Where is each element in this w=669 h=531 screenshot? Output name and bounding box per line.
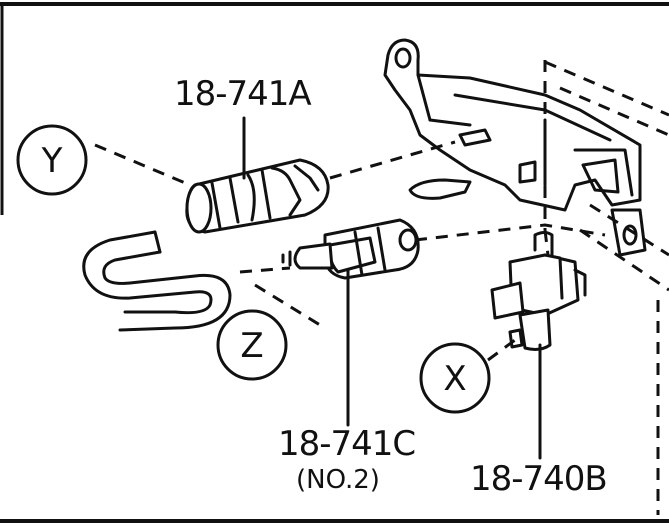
callout-z-letter: Z xyxy=(240,326,263,366)
leader-lines xyxy=(242,116,542,460)
callout-x: X xyxy=(419,342,491,414)
callout-y: Y xyxy=(16,124,88,196)
connection-dashed-lines xyxy=(94,140,606,362)
solenoid-valve-18-741C xyxy=(281,218,420,280)
solenoid-valve-18-740B xyxy=(490,231,587,351)
callout-y-letter: Y xyxy=(41,141,63,181)
label-18-741A: 18-741A xyxy=(174,74,311,114)
solenoid-valve-18-741A xyxy=(185,158,330,234)
engine-outline-dashed xyxy=(543,60,669,515)
mounting-bracket xyxy=(383,38,647,257)
callout-z: Z xyxy=(216,309,288,381)
callout-x-letter: X xyxy=(443,359,466,399)
label-18-741C: 18-741C xyxy=(278,424,415,464)
label-18-741C-sub: (NO.2) xyxy=(296,465,380,495)
vacuum-hose xyxy=(82,230,232,332)
label-18-740B: 18-740B xyxy=(470,459,607,499)
